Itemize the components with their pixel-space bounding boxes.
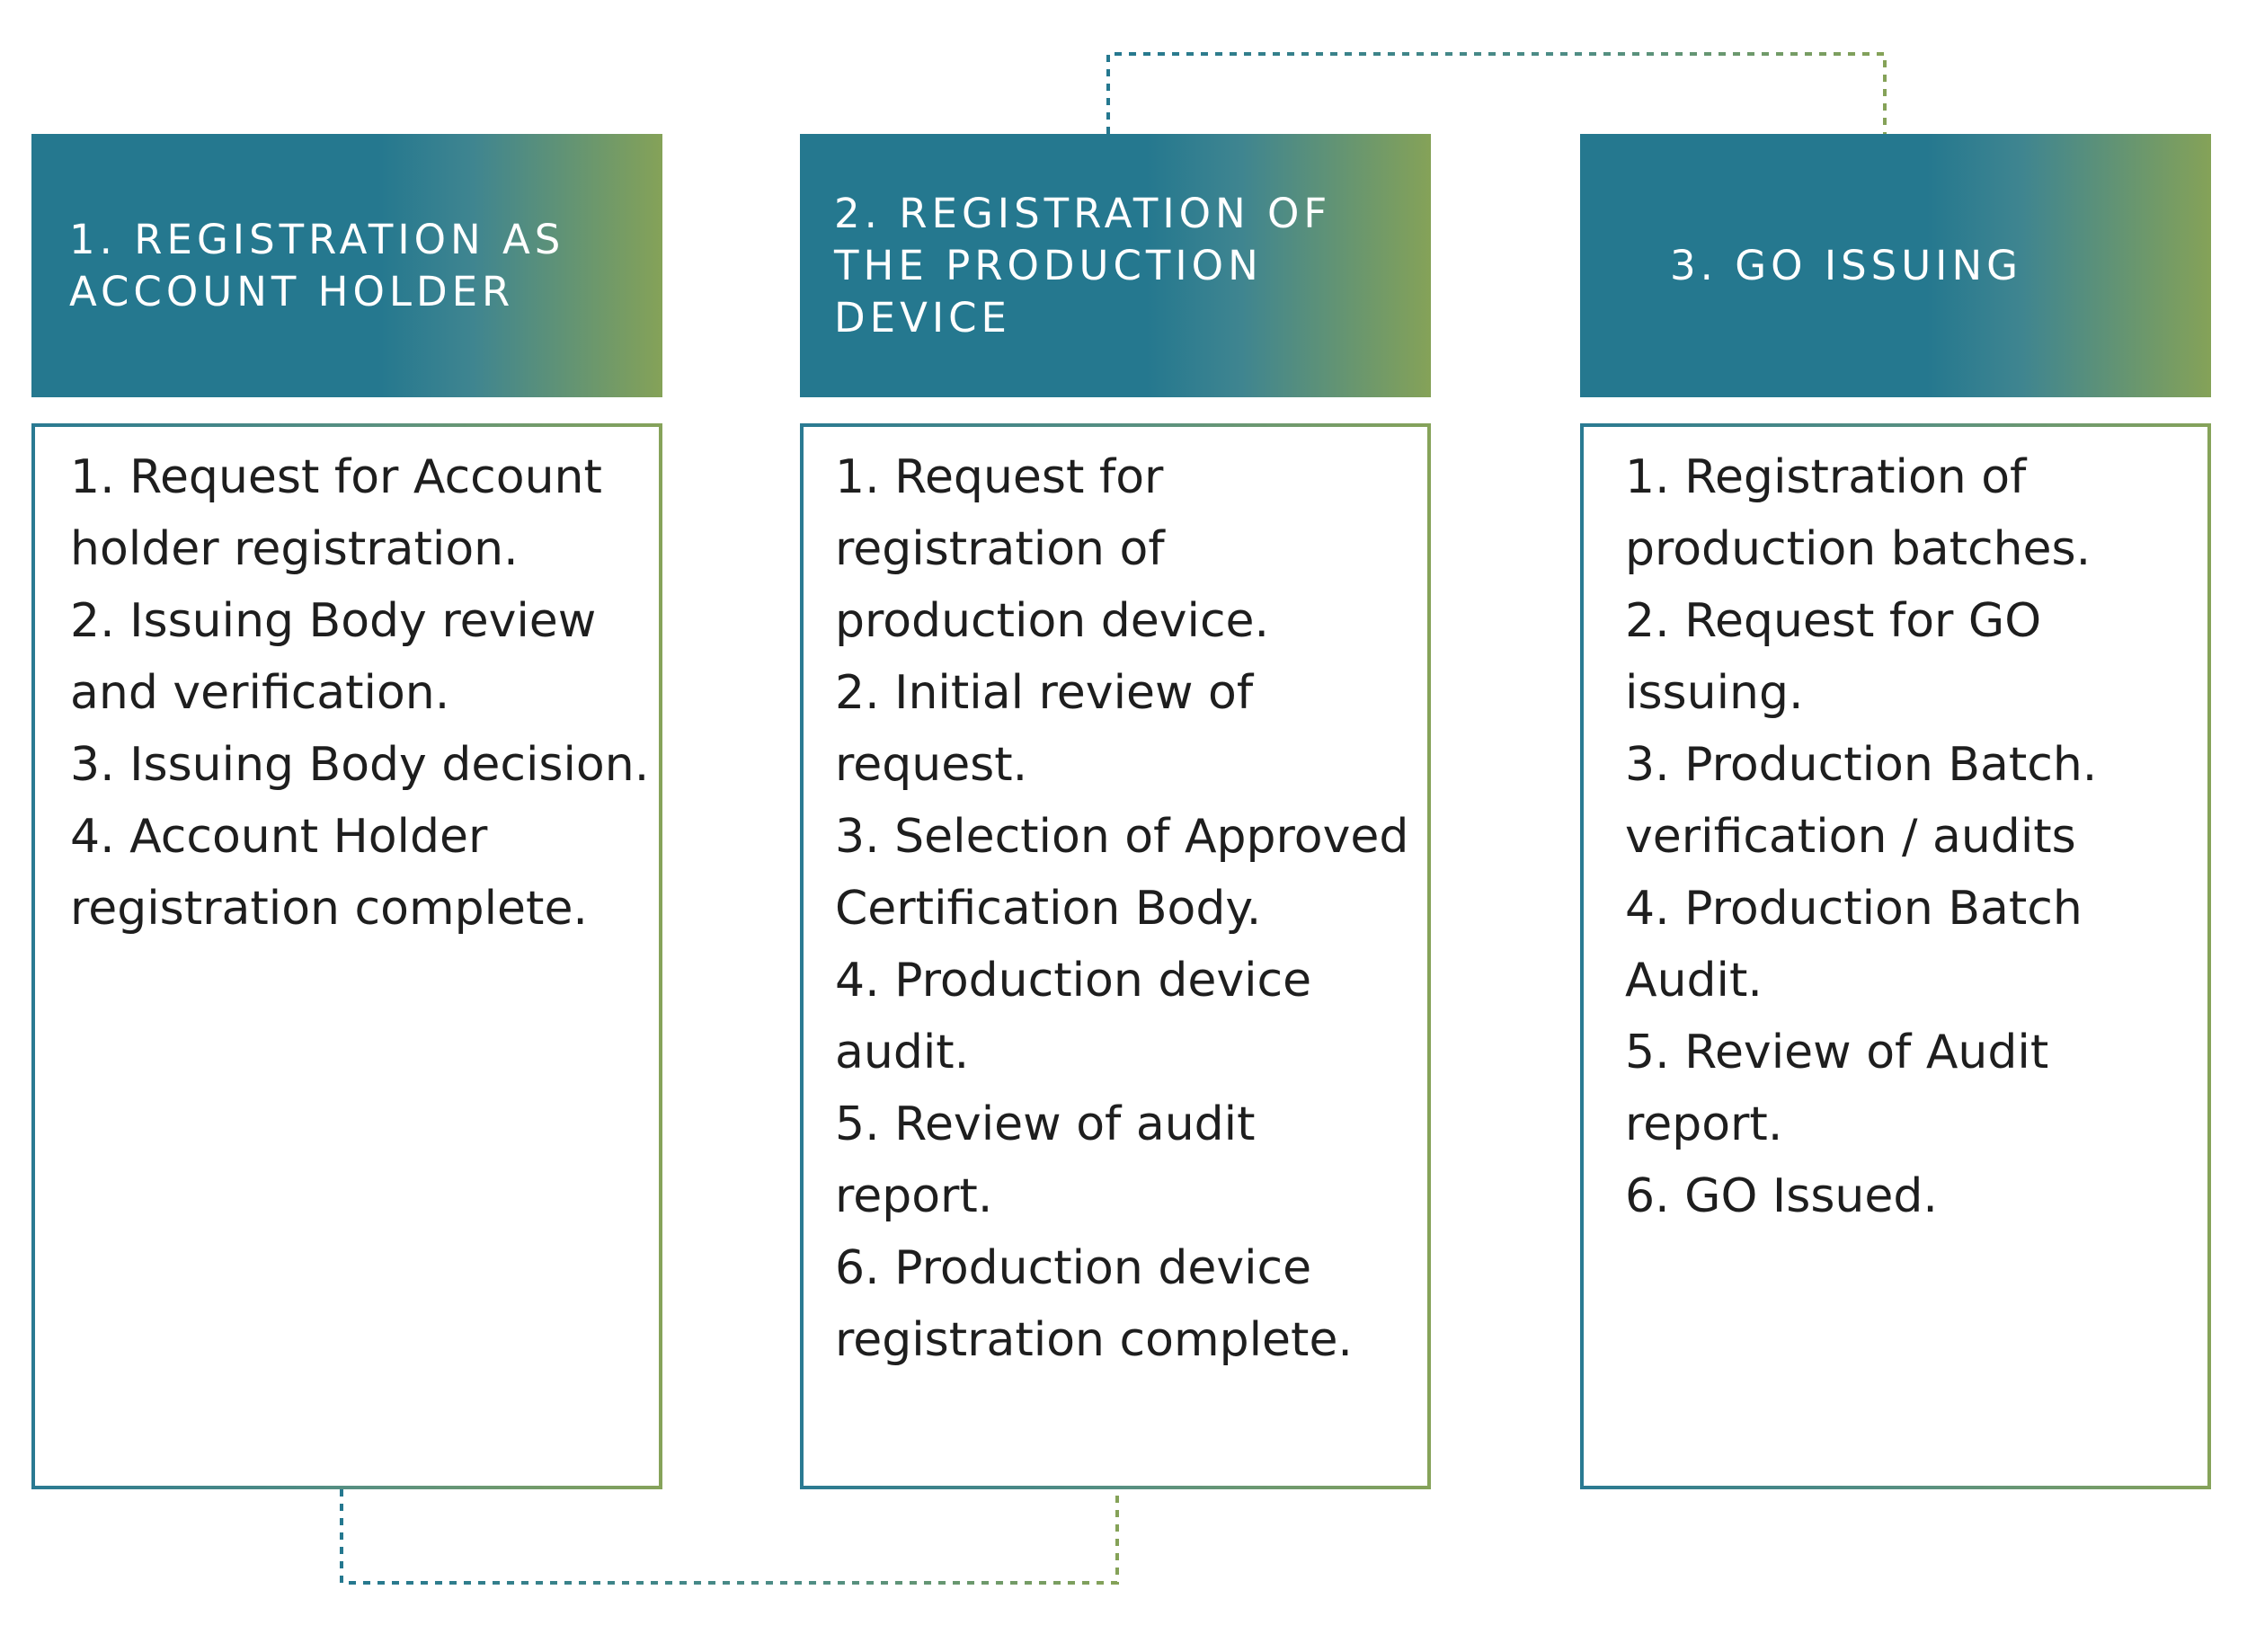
stage-3-step: 1. Registration of production batches. (1625, 450, 2092, 576)
stage-3-title: 3. GO ISSUING (1670, 241, 2022, 289)
stage-2-step: 1. Request for registration of productio… (835, 450, 1270, 648)
stage-1-step: 4. Account Holder registration complete. (70, 810, 588, 936)
stage-2-step-list: 1. Request for registration of productio… (804, 427, 1427, 1376)
stage-1-step: 3. Issuing Body decision. (70, 738, 650, 792)
stage-2-step: 5. Review of audit report. (835, 1097, 1256, 1223)
stage-1-step: 2. Issuing Body review and verification. (70, 594, 597, 720)
stage-1-step-list: 1. Request for Account holder registrati… (35, 427, 659, 945)
stage-3-step: 3. Production Batch. verification / audi… (1625, 738, 2098, 864)
stage-3-step-list: 1. Registration of production batches. 2… (1584, 427, 2207, 1232)
stage-3-steps-box: 1. Registration of production batches. 2… (1580, 423, 2211, 1489)
stage-3-step: 2. Request for GO issuing. (1625, 594, 2042, 720)
stage-1-header: 1. REGISTRATION AS ACCOUNT HOLDER (31, 134, 662, 397)
stage-3-step: 4. Production Batch Audit. (1625, 882, 2083, 1008)
stage-3-step: 6. GO Issued. (1625, 1169, 1938, 1223)
connector-stage1-stage2 (340, 1489, 1119, 1585)
stage-1-steps-box: 1. Request for Account holder registrati… (31, 423, 662, 1489)
stage-3-step: 5. Review of Audit report. (1625, 1026, 2049, 1151)
connector-stage2-stage3 (1106, 52, 1887, 134)
stage-2-title: 2. REGISTRATION OF THE PRODUCTION DEVICE (834, 189, 1332, 342)
stage-2-step: 2. Initial review of request. (835, 666, 1254, 792)
stage-2-header: 2. REGISTRATION OF THE PRODUCTION DEVICE (800, 134, 1431, 397)
stage-1-title: 1. REGISTRATION AS ACCOUNT HOLDER (69, 215, 565, 315)
stage-2-steps-box: 1. Request for registration of productio… (800, 423, 1431, 1489)
stage-2-step: 6. Production device registration comple… (835, 1241, 1353, 1367)
stage-3-header: 3. GO ISSUING (1580, 134, 2211, 397)
stage-1-step: 1. Request for Account holder registrati… (70, 450, 602, 576)
stage-2-step: 4. Production device audit. (835, 954, 1312, 1079)
stage-2-step: 3. Selection of Approved Certification B… (835, 810, 1409, 936)
